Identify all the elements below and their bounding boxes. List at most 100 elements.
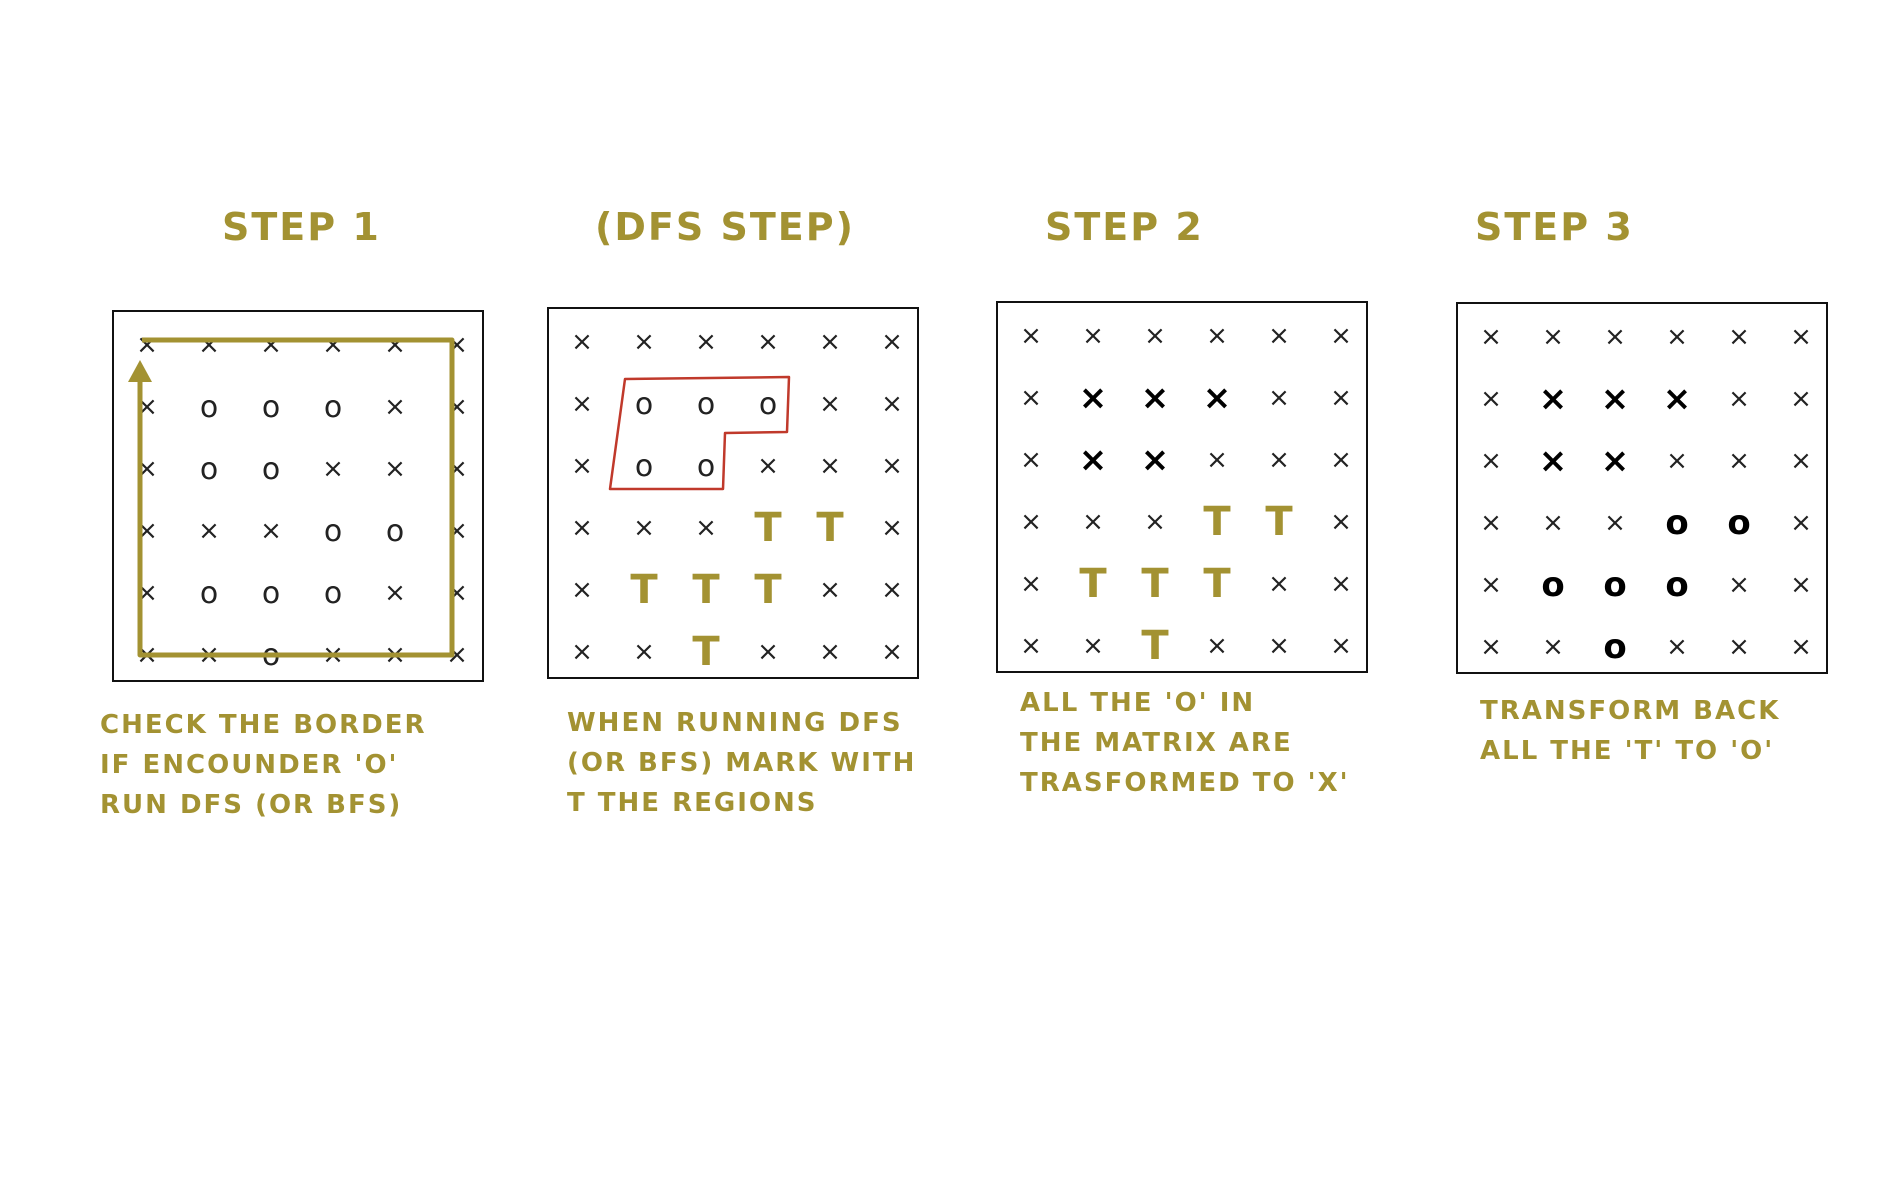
caption-line: TRASFORMED TO 'X' [1020, 768, 1350, 798]
matrix-cell: × [1330, 383, 1352, 413]
matrix-cell: × [1790, 446, 1812, 476]
matrix-cell: × [571, 513, 593, 543]
matrix-cell: × [1206, 445, 1228, 475]
matrix-cell: T [630, 567, 658, 613]
matrix-cell: × [1020, 569, 1042, 599]
matrix-cell: × [571, 389, 593, 419]
caption-line: ALL THE 'O' IN [1020, 688, 1256, 718]
matrix-cell: × [819, 389, 841, 419]
matrix-cell: × [384, 454, 406, 484]
step-title: STEP 1 [222, 205, 381, 249]
matrix-cell: × [1542, 508, 1564, 538]
matrix-cell: × [384, 392, 406, 422]
caption-line: RUN DFS (OR BFS) [100, 790, 403, 820]
matrix-cell: × [1662, 379, 1692, 419]
caption-line: (OR BFS) MARK WITH [567, 748, 917, 778]
matrix-cell: × [1538, 441, 1568, 481]
matrix-cell: × [198, 516, 220, 546]
matrix-cell: T [1203, 499, 1231, 545]
matrix-cell: × [881, 451, 903, 481]
matrix-cell: o [758, 386, 778, 422]
caption-line: ALL THE 'T' TO 'O' [1480, 736, 1775, 766]
matrix-cell: × [136, 330, 158, 360]
matrix-cell: × [1790, 632, 1812, 662]
matrix-cell: o [323, 513, 343, 549]
caption-line: THE MATRIX ARE [1020, 728, 1293, 758]
matrix-cell: × [1728, 384, 1750, 414]
matrix-cell: × [1206, 631, 1228, 661]
matrix-cell: × [819, 637, 841, 667]
matrix-cell: × [1330, 569, 1352, 599]
matrix-cell: × [1604, 322, 1626, 352]
matrix-cell: × [260, 516, 282, 546]
matrix-cell: × [1790, 322, 1812, 352]
matrix-cell: × [1078, 440, 1108, 480]
matrix-cell: × [1728, 570, 1750, 600]
matrix-cell: × [1020, 631, 1042, 661]
matrix-cell: o [199, 575, 219, 611]
matrix-cell: o [634, 386, 654, 422]
matrix-cell: × [571, 637, 593, 667]
matrix-cell: × [1480, 446, 1502, 476]
matrix-cell: × [136, 640, 158, 670]
matrix-cell: × [322, 640, 344, 670]
matrix-cell: × [571, 327, 593, 357]
matrix-cell: o [385, 513, 405, 549]
matrix-cell: × [819, 327, 841, 357]
matrix-cell: × [1268, 569, 1290, 599]
matrix-cell: × [446, 392, 468, 422]
matrix-cell: × [819, 575, 841, 605]
matrix-cell: × [1020, 321, 1042, 351]
matrix-cell: o [1603, 627, 1627, 667]
matrix-cell: o [1727, 503, 1751, 543]
matrix-cell: o [261, 637, 281, 673]
matrix-cell: × [1790, 570, 1812, 600]
matrix-cell: × [881, 513, 903, 543]
matrix-cell: × [1480, 570, 1502, 600]
matrix-cell: o [696, 386, 716, 422]
matrix-cell: o [199, 451, 219, 487]
matrix-cell: T [692, 629, 720, 675]
matrix-cell: × [1082, 321, 1104, 351]
matrix-cell: T [692, 567, 720, 613]
matrix-cell: × [757, 451, 779, 481]
matrix-cell: × [446, 454, 468, 484]
matrix-cell: T [754, 505, 782, 551]
matrix-cell: × [198, 640, 220, 670]
matrix-cell: × [881, 637, 903, 667]
matrix-cell: × [1082, 507, 1104, 537]
matrix-cell: × [757, 327, 779, 357]
matrix-cell: × [1728, 632, 1750, 662]
matrix-cell: × [384, 640, 406, 670]
matrix-cell: × [136, 454, 158, 484]
matrix-cell: × [446, 578, 468, 608]
step-title: STEP 2 [1045, 205, 1204, 249]
caption-line: WHEN RUNNING DFS [567, 708, 903, 738]
matrix-cell: × [1268, 383, 1290, 413]
step-title: STEP 3 [1475, 205, 1634, 249]
matrix-cell: × [1480, 322, 1502, 352]
matrix-cell: × [322, 330, 344, 360]
matrix-cell: o [696, 448, 716, 484]
matrix-cell: × [446, 330, 468, 360]
matrix-cell: × [1728, 322, 1750, 352]
matrix-cell: × [695, 327, 717, 357]
matrix-cell: o [261, 451, 281, 487]
matrix-cell: × [1202, 378, 1232, 418]
step-caption: ALL THE 'O' IN THE MATRIX ARE TRASFORMED T… [1020, 683, 1350, 803]
matrix-cell: × [136, 578, 158, 608]
matrix-cell: × [571, 575, 593, 605]
matrix-cell: × [1082, 631, 1104, 661]
matrix-cell: × [1020, 507, 1042, 537]
matrix-cell: × [446, 640, 468, 670]
matrix-cell: o [1665, 565, 1689, 605]
matrix-cell: × [1330, 507, 1352, 537]
matrix-cell: × [1480, 384, 1502, 414]
matrix-cell: T [1203, 561, 1231, 607]
matrix-cell: × [136, 392, 158, 422]
matrix-cell: × [1140, 378, 1170, 418]
